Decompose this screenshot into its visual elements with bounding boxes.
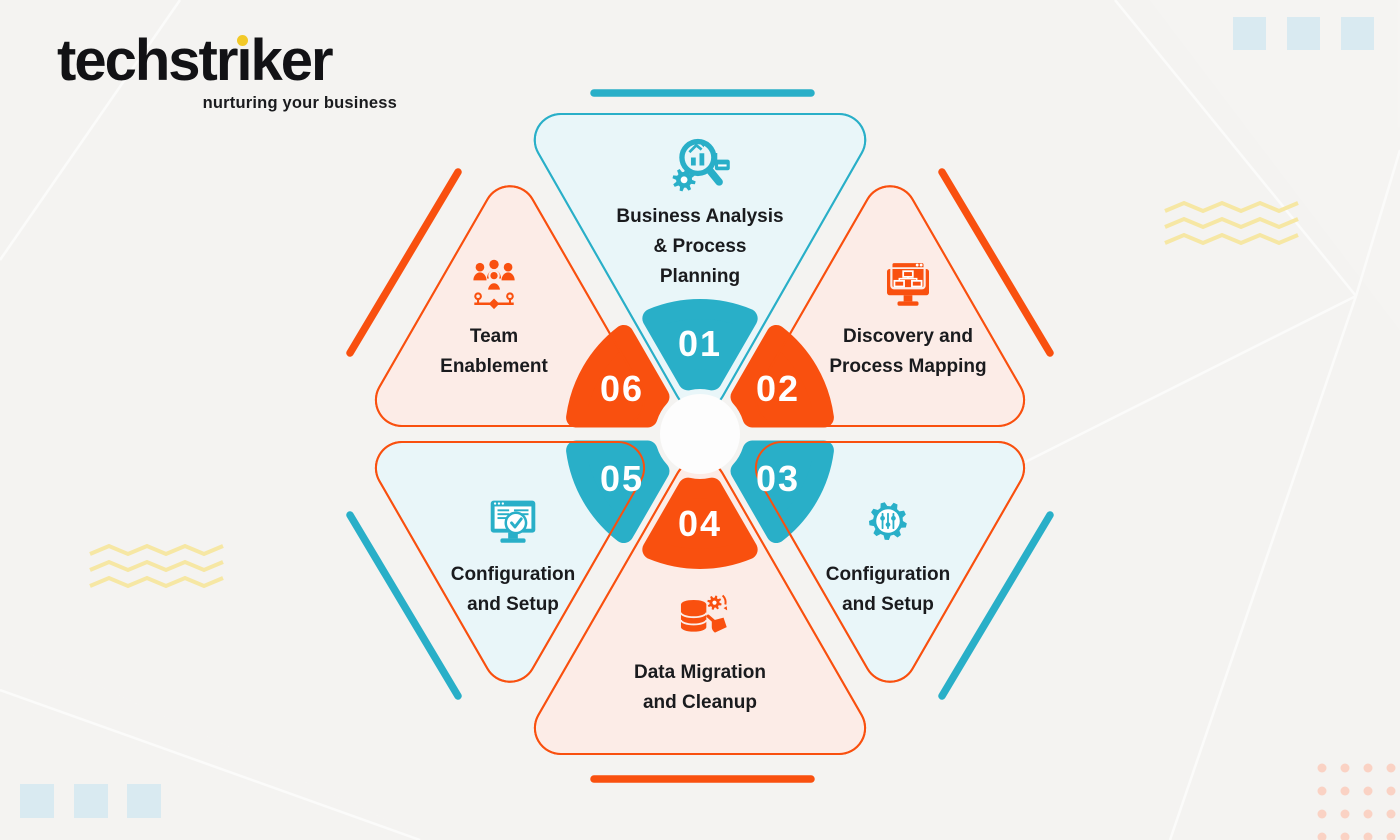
wedge-03 bbox=[730, 440, 834, 544]
step-label-team-enablement: Team Enablement bbox=[354, 322, 634, 382]
configuration-gear-sliders-icon bbox=[868, 502, 907, 541]
step-label-line: Process Mapping bbox=[829, 356, 987, 377]
brand-dot-icon bbox=[237, 35, 249, 46]
step-label-line: and Setup bbox=[842, 594, 934, 615]
step-number-01: 01 bbox=[677, 323, 723, 364]
step-label-data-migration: Data Migration and Cleanup bbox=[560, 658, 840, 718]
step-label-line: Business Analysis bbox=[616, 206, 784, 227]
step-number-04: 04 bbox=[677, 503, 723, 544]
step-number-05: 05 bbox=[599, 458, 645, 499]
triangle-discovery-mapping-border bbox=[754, 185, 1026, 427]
step-label-line: and Cleanup bbox=[642, 692, 757, 713]
accent-line-bottom-left bbox=[346, 511, 462, 700]
accent-line-bottom-right bbox=[938, 511, 1054, 700]
brand-letter-i: ı bbox=[236, 28, 252, 93]
triangle-configuration-right-border bbox=[754, 441, 1026, 683]
step-label-line: Enablement bbox=[440, 356, 548, 377]
decor-zigzag-left bbox=[89, 543, 224, 589]
step-number-06: 06 bbox=[599, 368, 645, 409]
configuration-monitor-check-icon bbox=[490, 500, 536, 543]
step-label-line: Team bbox=[469, 326, 519, 347]
process-mapping-monitor-icon bbox=[887, 260, 929, 306]
triangle-configuration-left-border bbox=[374, 441, 646, 683]
step-label-discovery-mapping: Discovery and Process Mapping bbox=[768, 322, 1048, 382]
brand-tagline: nurturing your business bbox=[202, 94, 397, 112]
wedge-05 bbox=[566, 440, 670, 544]
step-label-line: Configuration bbox=[825, 564, 951, 585]
step-number-03: 03 bbox=[755, 458, 801, 499]
step-label-line: Discovery and bbox=[843, 326, 973, 347]
medallion-core bbox=[660, 394, 740, 474]
wedge-04 bbox=[642, 477, 758, 569]
accent-line-top-right bbox=[938, 168, 1054, 357]
decor-squares-top-right bbox=[1233, 17, 1374, 50]
step-label-business-analysis: Business Analysis & Process Planning bbox=[560, 202, 840, 292]
accent-line-top-left bbox=[346, 168, 462, 357]
step-label-line: & Process bbox=[653, 236, 747, 257]
step-label-line: Data Migration bbox=[634, 662, 766, 683]
decor-zigzag-right bbox=[1164, 200, 1299, 246]
data-migration-cleanup-icon bbox=[680, 594, 728, 633]
wedge-02 bbox=[730, 324, 834, 428]
wedge-06 bbox=[566, 324, 670, 428]
step-label-line: Configuration bbox=[450, 564, 576, 585]
step-label-line: Planning bbox=[659, 266, 741, 287]
decor-dot-grid-bottom-right bbox=[1317, 763, 1396, 840]
business-analysis-magnifier-icon bbox=[672, 138, 730, 192]
step-label-configuration-setup-right: Configuration and Setup bbox=[748, 560, 1028, 620]
step-number-02: 02 bbox=[755, 368, 801, 409]
step-label-configuration-setup-left: Configuration and Setup bbox=[373, 560, 653, 620]
step-label-line: and Setup bbox=[467, 594, 559, 615]
wedge-01 bbox=[642, 299, 758, 391]
decor-squares-bottom-left bbox=[20, 784, 161, 818]
triangle-team-enablement-border bbox=[374, 185, 646, 427]
